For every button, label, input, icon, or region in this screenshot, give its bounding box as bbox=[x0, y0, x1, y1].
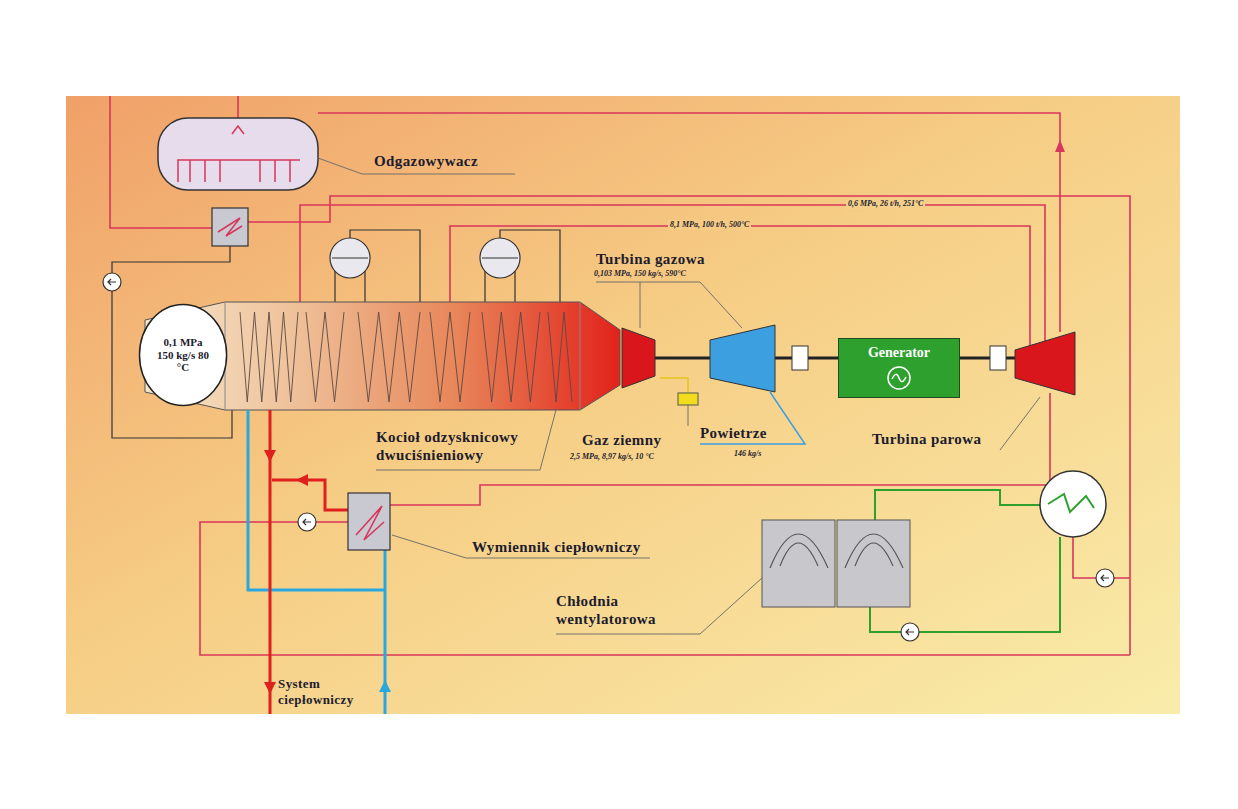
deaerator-tank bbox=[158, 118, 318, 190]
part-label: 2,5 MPa, 8,97 kg/s, 10 °C bbox=[570, 452, 654, 462]
coupling bbox=[990, 346, 1006, 370]
node-text: 0,1 MPa 150 kg/s 80 °C bbox=[154, 336, 212, 374]
steam-drum bbox=[480, 238, 520, 278]
part-label: Chłodnia wentylatorowa bbox=[556, 592, 668, 628]
oval-shape bbox=[139, 305, 226, 406]
boiler-coil bbox=[240, 312, 298, 402]
boiler-coils bbox=[240, 312, 572, 402]
shaft bbox=[655, 357, 1015, 360]
flow-arrow bbox=[264, 450, 276, 462]
boiler-coil bbox=[482, 312, 540, 402]
steam-drum bbox=[330, 238, 370, 278]
part-label: Kocioł odzysknicowy dwuciśnieniowy bbox=[376, 428, 544, 464]
drawing-part bbox=[298, 513, 316, 531]
small-exchanger bbox=[212, 208, 248, 246]
boiler-edge bbox=[580, 302, 581, 410]
leader bbox=[556, 578, 762, 634]
label-text: System ciepłowniczy bbox=[278, 676, 354, 707]
boiler-coil bbox=[548, 312, 572, 402]
pipe bbox=[112, 246, 232, 438]
part-label: System ciepłowniczy bbox=[278, 676, 378, 707]
label-text: 0,6 MPa, 26 t/h, 251°C bbox=[848, 199, 923, 208]
drawing-part bbox=[1096, 569, 1114, 587]
label-text: Powietrze bbox=[700, 425, 767, 441]
deaerator-internals bbox=[178, 126, 300, 182]
cooling-cell bbox=[837, 520, 910, 607]
drawing-part bbox=[901, 623, 919, 641]
drum-level bbox=[482, 258, 518, 259]
flow-arrow bbox=[1055, 140, 1065, 152]
boiler-coil bbox=[306, 312, 344, 402]
generator-symbol bbox=[886, 365, 912, 391]
label-text: Turbina parowa bbox=[872, 431, 981, 447]
flow-arrow bbox=[296, 474, 308, 486]
part-label: Odgazowywacz bbox=[374, 152, 478, 170]
label-text: Turbina gazowa bbox=[596, 251, 705, 267]
leader bbox=[688, 405, 689, 426]
supply-line bbox=[270, 410, 348, 714]
cooling-cell bbox=[762, 520, 835, 607]
part-label: Turbina gazowa bbox=[596, 250, 705, 268]
leader bbox=[596, 282, 742, 328]
combustor bbox=[678, 393, 698, 405]
condenser bbox=[1040, 471, 1106, 537]
boiler-coil bbox=[430, 312, 470, 402]
leader-lines bbox=[318, 158, 1040, 634]
part-label: Gaz ziemny bbox=[582, 431, 661, 449]
exchanger-coil bbox=[356, 506, 384, 540]
part-label: 146 kg/s bbox=[734, 449, 761, 459]
compressor bbox=[710, 325, 775, 392]
flow-arrow bbox=[379, 680, 391, 692]
label-text: 0,103 MPa, 150 kg/s, 590°C bbox=[594, 269, 686, 278]
part-label: 0,6 MPa, 26 t/h, 251°C bbox=[846, 199, 925, 209]
pipe bbox=[237, 96, 239, 118]
return-line bbox=[248, 410, 385, 714]
generator-wave bbox=[892, 374, 906, 381]
exhaust-oval: 0,1 MPa 150 kg/s 80 °C bbox=[138, 303, 228, 407]
drum-level bbox=[332, 258, 368, 259]
leader bbox=[392, 535, 650, 558]
part-label: 0,103 MPa, 150 kg/s, 590°C bbox=[594, 269, 686, 279]
air-inlet-line bbox=[700, 392, 805, 444]
label-text: Chłodnia wentylatorowa bbox=[556, 593, 656, 627]
label-text: 8,1 MPa, 100 t/h, 500°C bbox=[670, 220, 749, 229]
flow-arrow bbox=[264, 682, 276, 694]
pipe bbox=[318, 113, 1060, 332]
boiler-coil bbox=[358, 312, 420, 402]
part-label: Turbina parowa bbox=[872, 430, 981, 448]
generator-circle bbox=[888, 367, 910, 389]
label-text: Odgazowywacz bbox=[374, 153, 478, 169]
label-text: 146 kg/s bbox=[734, 449, 761, 458]
pipe bbox=[248, 196, 1130, 655]
coupling bbox=[792, 346, 808, 370]
label-text: Wymiennik ciepłowniczy bbox=[472, 539, 641, 555]
steam-water-pipes bbox=[110, 96, 1130, 655]
drum-pipe bbox=[350, 230, 560, 302]
background-panel bbox=[66, 96, 1180, 714]
part-label: Powietrze bbox=[700, 424, 767, 442]
exchanger-coil bbox=[218, 218, 242, 236]
label-text: Gaz ziemny bbox=[582, 432, 661, 448]
gas-turbine bbox=[622, 328, 655, 388]
node-text: Generator bbox=[868, 345, 930, 361]
leader bbox=[376, 410, 556, 470]
fan-shape bbox=[770, 534, 903, 568]
fuel-line bbox=[660, 378, 688, 393]
generator-box: Generator bbox=[838, 338, 960, 398]
steam-turbine bbox=[1015, 332, 1075, 395]
heating-exchanger bbox=[348, 493, 390, 550]
label-text: Kocioł odzysknicowy dwuciśnieniowy bbox=[376, 429, 518, 463]
condenser-coil bbox=[1048, 494, 1094, 512]
part-label: Wymiennik ciepłowniczy bbox=[472, 538, 641, 556]
leader bbox=[1000, 397, 1040, 450]
drawing-part bbox=[103, 273, 121, 291]
label-text: 2,5 MPa, 8,97 kg/s, 10 °C bbox=[570, 452, 654, 461]
part-label: 8,1 MPa, 100 t/h, 500°C bbox=[668, 220, 751, 230]
